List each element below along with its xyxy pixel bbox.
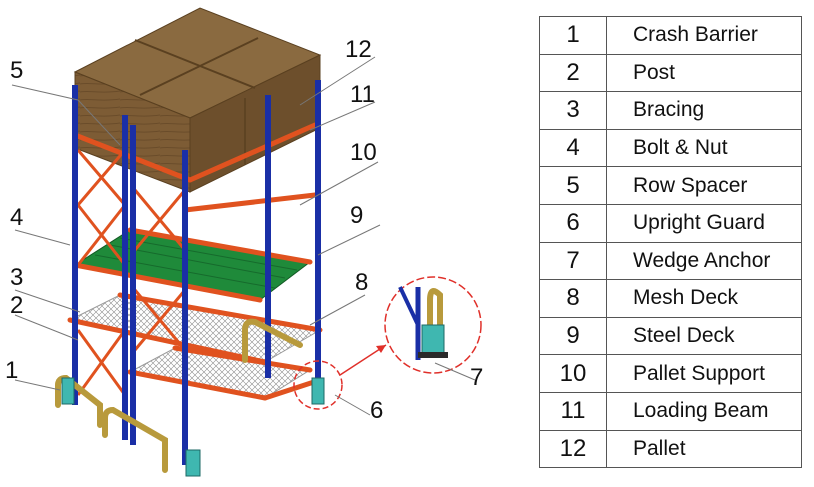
legend-number: 9	[539, 316, 607, 356]
legend-number: 8	[539, 279, 607, 318]
legend-label: Bolt & Nut	[606, 128, 802, 168]
legend-label: Row Spacer	[606, 166, 802, 205]
legend-number: 4	[539, 128, 607, 168]
loading-beams	[67, 122, 323, 401]
legend-label: Mesh Deck	[606, 279, 802, 318]
callout-5: 5	[10, 57, 23, 84]
callout-6: 6	[370, 397, 383, 424]
legend-number: 3	[539, 91, 607, 130]
callout-7: 7	[470, 364, 483, 391]
callout-1: 1	[5, 357, 18, 384]
callout-12: 12	[345, 36, 372, 63]
legend-label: Crash Barrier	[606, 16, 802, 55]
callout-10: 10	[350, 139, 377, 166]
zoom-detail	[293, 276, 482, 410]
legend-label: Upright Guard	[606, 203, 802, 243]
legend-number: 2	[539, 53, 607, 93]
callout-4: 4	[10, 204, 23, 231]
legend-label: Loading Beam	[606, 391, 802, 431]
legend-label: Post	[606, 53, 802, 93]
callout-3: 3	[10, 264, 23, 291]
legend-label: Steel Deck	[606, 316, 802, 356]
bracing	[76, 149, 187, 396]
leader-lines	[11, 56, 476, 416]
legend-label: Pallet Support	[606, 354, 802, 393]
legend-label: Pallet	[606, 429, 802, 469]
callout-2: 2	[10, 292, 23, 319]
legend-number: 5	[539, 166, 607, 205]
callout-11: 11	[350, 81, 375, 108]
legend-number: 7	[539, 241, 607, 281]
legend-label: Wedge Anchor	[606, 241, 802, 281]
callout-9: 9	[350, 202, 363, 229]
upright-guards	[61, 377, 325, 477]
legend-number: 12	[539, 429, 607, 469]
legend-number: 6	[539, 203, 607, 243]
legend-number: 10	[539, 354, 607, 393]
callout-8: 8	[355, 269, 368, 296]
legend-number: 11	[539, 391, 607, 431]
legend-number: 1	[539, 16, 607, 55]
legend-label: Bracing	[606, 91, 802, 130]
rack-diagram: 1 2 3 4 5 6 7 8 9 10 11 12	[5, 7, 483, 477]
